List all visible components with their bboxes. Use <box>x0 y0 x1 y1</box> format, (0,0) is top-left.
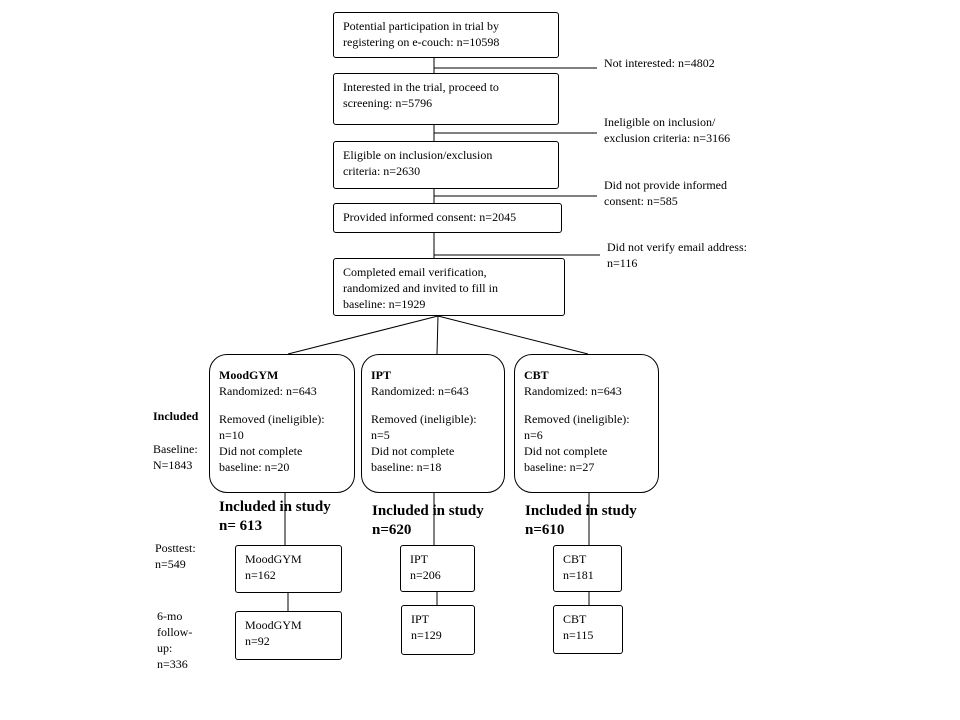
arm-ipt-randomized: Randomized: n=643 <box>371 384 469 398</box>
arm-cbt-no-baseline: Did not complete baseline: n=27 <box>524 444 608 474</box>
followup-box-ipt: IPT n=129 <box>401 605 475 655</box>
stage-label-included: Included <box>153 409 199 423</box>
flow-box-registered: Potential participation in trial by regi… <box>333 12 559 58</box>
included-cbt: Included in study n=610 <box>525 503 637 538</box>
flow-box-verified: Completed email verification, randomized… <box>333 258 565 316</box>
flow-box-registered-text: Potential participation in trial by regi… <box>343 19 500 49</box>
exclusion-no-consent: Did not provide informed consent: n=585 <box>604 178 727 208</box>
included-ipt: Included in study n=620 <box>372 503 484 538</box>
flow-box-consented-text: Provided informed consent: n=2045 <box>343 210 517 224</box>
stage-label-baseline: Baseline: N=1843 <box>153 442 198 472</box>
arm-ipt-no-baseline: Did not complete baseline: n=18 <box>371 444 455 474</box>
posttest-cbt-text: CBT n=181 <box>563 552 594 582</box>
arm-cbt-removed: Removed (ineligible): n=6 <box>524 412 630 442</box>
flow-box-verified-text: Completed email verification, randomized… <box>343 265 498 311</box>
arm-cbt-name: CBT <box>524 368 549 382</box>
arm-box-cbt: CBT Randomized: n=643 Removed (ineligibl… <box>514 354 659 493</box>
followup-moodgym-text: MoodGYM n=92 <box>245 618 302 648</box>
flow-box-eligible-text: Eligible on inclusion/exclusion criteria… <box>343 148 493 178</box>
posttest-box-ipt: IPT n=206 <box>400 545 475 592</box>
followup-box-moodgym: MoodGYM n=92 <box>235 611 342 660</box>
arm-moodgym-name: MoodGYM <box>219 368 279 382</box>
followup-ipt-text: IPT n=129 <box>411 612 442 642</box>
flow-box-interested-text: Interested in the trial, proceed to scre… <box>343 80 499 110</box>
exclusion-ineligible: Ineligible on inclusion/ exclusion crite… <box>604 115 731 145</box>
arm-moodgym-no-baseline: Did not complete baseline: n=20 <box>219 444 303 474</box>
arm-moodgym-randomized: Randomized: n=643 <box>219 384 317 398</box>
arm-cbt-randomized: Randomized: n=643 <box>524 384 622 398</box>
exclusion-not-interested: Not interested: n=4802 <box>604 56 715 70</box>
flow-box-eligible: Eligible on inclusion/exclusion criteria… <box>333 141 559 189</box>
followup-cbt-text: CBT n=115 <box>563 612 594 642</box>
stage-label-posttest: Posttest: n=549 <box>155 541 196 571</box>
posttest-box-moodgym: MoodGYM n=162 <box>235 545 342 593</box>
posttest-box-cbt: CBT n=181 <box>553 545 622 592</box>
exclusion-no-verify: Did not verify email address: n=116 <box>607 240 747 270</box>
followup-box-cbt: CBT n=115 <box>553 605 623 654</box>
posttest-moodgym-text: MoodGYM n=162 <box>245 552 302 582</box>
posttest-ipt-text: IPT n=206 <box>410 552 441 582</box>
flow-box-consented: Provided informed consent: n=2045 <box>333 203 562 233</box>
included-moodgym: Included in study n= 613 <box>219 499 331 534</box>
arm-box-moodgym: MoodGYM Randomized: n=643 Removed (ineli… <box>209 354 355 493</box>
stage-label-followup: 6-mo follow- up: n=336 <box>157 609 193 671</box>
arm-ipt-name: IPT <box>371 368 392 382</box>
arm-box-ipt: IPT Randomized: n=643 Removed (ineligibl… <box>361 354 505 493</box>
arm-ipt-removed: Removed (ineligible): n=5 <box>371 412 477 442</box>
arm-moodgym-removed: Removed (ineligible): n=10 <box>219 412 325 442</box>
flow-box-interested: Interested in the trial, proceed to scre… <box>333 73 559 125</box>
